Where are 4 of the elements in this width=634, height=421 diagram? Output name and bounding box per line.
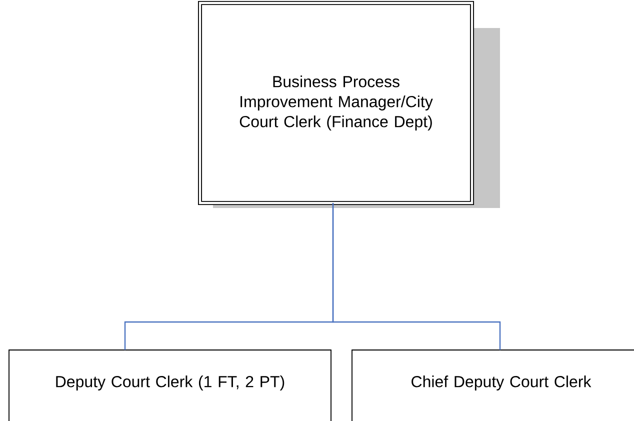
org-box: Business Process Improvement Manager/City Court Clerk (Finance Dept): [198, 1, 474, 205]
org-box: Chief Deputy Court Clerk: [352, 350, 634, 421]
org-box: Deputy Court Clerk (1 FT, 2 PT): [8, 350, 332, 421]
connector-line: [332, 203, 501, 350]
